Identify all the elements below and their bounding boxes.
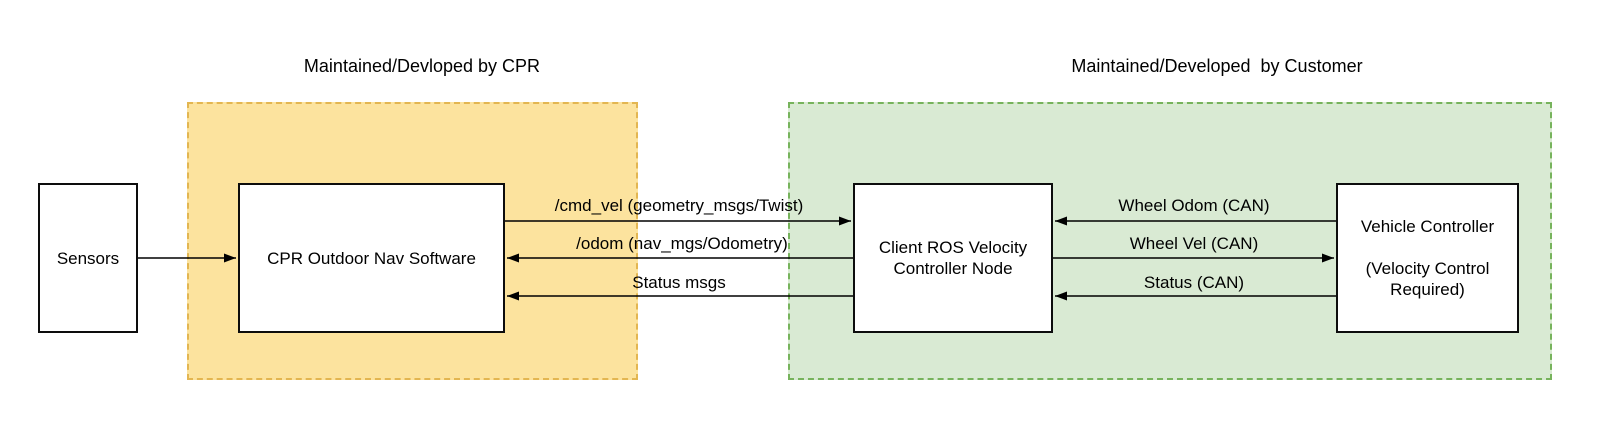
edge-label-status-can: Status (CAN) <box>1143 273 1245 292</box>
sensors-node-label: Sensors <box>56 248 120 268</box>
vehicle-controller-label-line4: Required) <box>1390 280 1465 299</box>
cpr-outdoor-nav-software-node: CPR Outdoor Nav Software <box>238 183 505 333</box>
vehicle-controller-label-line1: Vehicle Controller <box>1360 217 1495 236</box>
client-ros-velocity-controller-node: Client ROS Velocity Controller Node <box>853 183 1053 333</box>
customer-region-heading: Maintained/Developed by Customer <box>1071 56 1363 76</box>
cpr-outdoor-nav-software-label: CPR Outdoor Nav Software <box>267 248 476 268</box>
client-ros-node-label-line1: Client ROS Velocity <box>878 238 1028 257</box>
sensors-node: Sensors <box>38 183 138 333</box>
client-ros-node-label-line2: Controller Node <box>893 259 1013 278</box>
edge-label-status-msgs: Status msgs <box>632 273 726 292</box>
edge-label-odom: /odom (nav_mgs/Odometry) <box>576 234 788 253</box>
cpr-region-heading: Maintained/Devloped by CPR <box>303 56 541 76</box>
vehicle-controller-label-line3: (Velocity Control <box>1365 259 1490 278</box>
edge-label-cmd-vel: /cmd_vel (geometry_msgs/Twist) <box>554 196 804 215</box>
vehicle-controller-node: Vehicle Controller (Velocity Control Req… <box>1336 183 1519 333</box>
edge-label-wheel-vel: Wheel Vel (CAN) <box>1129 234 1259 253</box>
edge-label-wheel-odom: Wheel Odom (CAN) <box>1118 196 1270 215</box>
